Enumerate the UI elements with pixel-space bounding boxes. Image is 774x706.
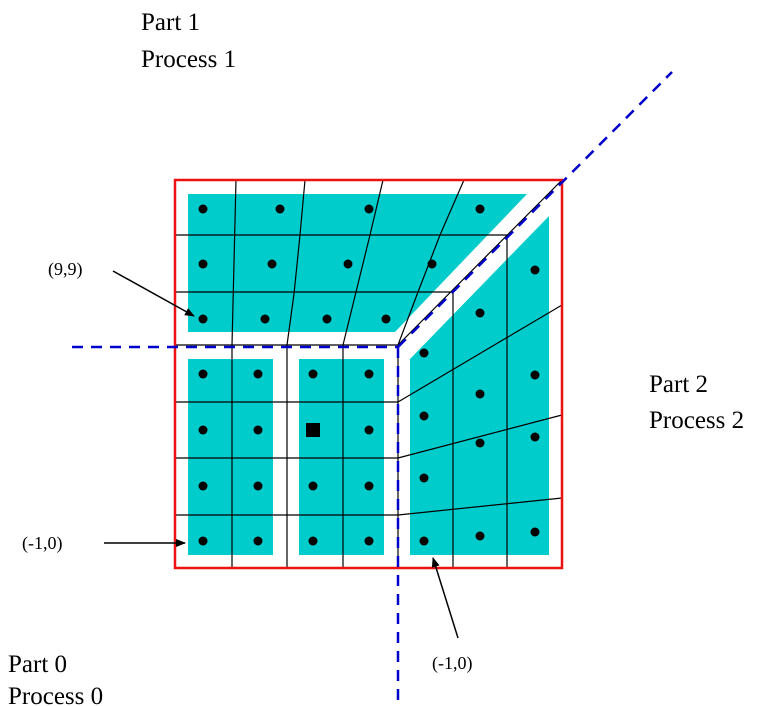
coord-label-left: (-1,0)	[22, 533, 62, 554]
square-node	[306, 423, 320, 437]
node	[198, 314, 208, 324]
node	[475, 204, 485, 214]
node	[343, 259, 353, 269]
node	[364, 369, 374, 379]
arrow-9-9	[112, 270, 195, 317]
node	[198, 481, 208, 491]
node	[364, 481, 374, 491]
part0-label: Part 0	[8, 651, 67, 678]
node	[198, 204, 208, 214]
node	[475, 438, 485, 448]
part1-label: Part 1	[141, 9, 200, 36]
node	[530, 370, 540, 380]
part0-right-block	[299, 359, 384, 555]
node	[475, 531, 485, 541]
node	[308, 536, 318, 546]
node	[308, 481, 318, 491]
node	[475, 389, 485, 399]
node	[253, 369, 263, 379]
node	[419, 411, 429, 421]
part0-left-block	[188, 359, 273, 555]
part2-label: Part 2	[649, 371, 708, 398]
partition-lines	[72, 71, 673, 706]
node	[381, 314, 391, 324]
node	[308, 369, 318, 379]
node	[198, 259, 208, 269]
node	[419, 473, 429, 483]
arrow-bottom-minus1-0	[431, 557, 459, 639]
node	[260, 314, 270, 324]
node	[198, 425, 208, 435]
node	[364, 536, 374, 546]
node	[253, 481, 263, 491]
process0-label: Process 0	[8, 683, 103, 706]
node	[364, 204, 374, 214]
process1-label: Process 1	[141, 46, 236, 73]
coord-label-bottom: (-1,0)	[432, 653, 472, 674]
annotation-arrows	[104, 270, 459, 639]
node	[275, 204, 285, 214]
node	[267, 259, 277, 269]
domain-boundary	[173, 178, 564, 570]
node	[198, 369, 208, 379]
coord-label-9-9: (9,9)	[48, 259, 83, 280]
node	[253, 425, 263, 435]
nodes	[198, 204, 540, 546]
node	[530, 527, 540, 537]
node	[322, 314, 332, 324]
node	[530, 265, 540, 275]
node	[419, 536, 429, 546]
node	[427, 259, 437, 269]
mesh-lines	[175, 179, 563, 568]
process2-label: Process 2	[649, 407, 744, 434]
node	[364, 425, 374, 435]
part2-region	[410, 216, 549, 555]
node	[253, 536, 263, 546]
node	[198, 536, 208, 546]
node	[475, 308, 485, 318]
node	[530, 432, 540, 442]
node	[419, 348, 429, 358]
